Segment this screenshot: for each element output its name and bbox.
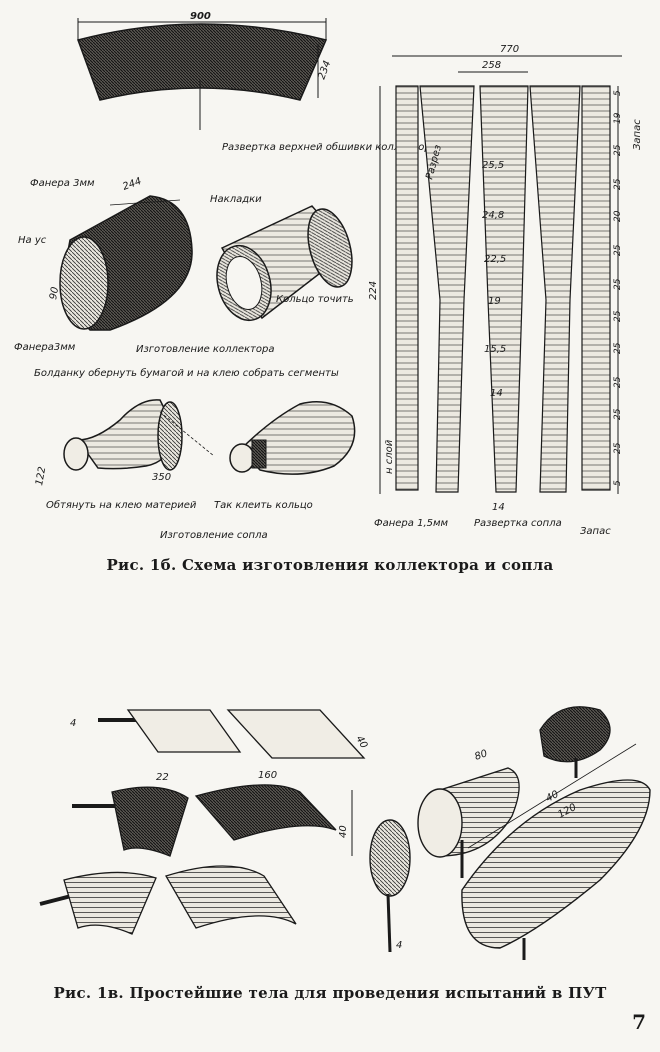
label-boldanku: Болданку обернуть бумагой и на клею собр… — [34, 367, 339, 379]
label-koltso-tochit: Кольцо точить — [276, 294, 354, 305]
dim-40-disc: 40 — [338, 825, 349, 838]
dim-80: 80 — [473, 748, 489, 763]
inner-dim-25-5: 25,5 — [482, 160, 504, 171]
right-dim-2: 19 — [613, 112, 623, 124]
arc-strip-development — [77, 18, 328, 130]
figure-collector-nozzle: 900 234 Развертка верхней обшивки коллек… — [14, 11, 643, 540]
inner-dim-24-8: 24,8 — [482, 210, 504, 221]
label-fanera-3mm-top: Фанера 3мм — [30, 178, 95, 189]
right-dim-8: 25 — [613, 310, 623, 322]
flat-plate-1 — [98, 709, 242, 753]
dim-770: 770 — [500, 44, 519, 55]
page-number: 7 — [632, 1010, 646, 1034]
label-zapas-top: Запас — [632, 119, 643, 150]
figure-test-bodies: 4 22 160 40 40 4 80 40 120 — [39, 706, 651, 960]
airfoil-plate-4 — [165, 865, 297, 929]
airfoil-plate-3 — [39, 871, 157, 935]
dim-122: 122 — [34, 466, 48, 487]
label-izgotovlenie-sopla: Изготовление сопла — [160, 530, 268, 540]
ellipsoid-body — [461, 743, 651, 960]
dim-14-bottom: 14 — [492, 502, 505, 513]
label-razvertka-obshivki: Развертка верхней обшивки коллектора — [222, 141, 437, 153]
dim-4-left: 4 — [70, 718, 76, 729]
right-dim-4: 25 — [613, 178, 623, 190]
caption-figure-1b: Рис. 1б. Схема изготовления коллектора и… — [106, 556, 554, 574]
right-dim-10: 25 — [613, 376, 623, 388]
label-izgotovlenie-kollektora: Изготовление коллектора — [136, 344, 274, 355]
dim-40-plate: 40 — [353, 734, 369, 751]
dim-350: 350 — [152, 472, 171, 483]
right-dim-1: 5 — [613, 90, 623, 96]
airfoil-plate-1 — [72, 786, 189, 857]
dim-224: 224 — [368, 281, 379, 300]
label-boldanku-text: Болданку обернуть бумагой и на клею собр… — [34, 367, 339, 379]
label-obtyanut: Обтянуть на клею материей — [46, 499, 197, 511]
right-dim-5: 20 — [613, 210, 623, 222]
label-n-sloy: н слой — [384, 439, 395, 474]
dim-234: 234 — [316, 59, 333, 81]
dim-258: 258 — [482, 60, 501, 71]
nozzle-development — [379, 55, 622, 494]
plywood-cylinder — [59, 195, 193, 331]
right-dim-6: 25 — [613, 244, 623, 256]
inner-dim-15-5: 15,5 — [484, 344, 506, 355]
dim-900: 900 — [190, 11, 211, 22]
dim-4-disc: 4 — [396, 940, 402, 951]
label-na-us: На ус — [18, 235, 47, 246]
dim-244: 244 — [121, 176, 143, 193]
nozzle-ribbed — [229, 401, 356, 475]
label-fanera-3mm-bottom: Фанера3мм — [14, 342, 76, 353]
dim-160: 160 — [258, 770, 277, 781]
right-dim-11: 25 — [613, 408, 623, 420]
label-razvertka-sopla: Развертка сопла — [474, 518, 562, 529]
caption-figure-1v: Рис. 1в. Простейшие тела для проведения … — [53, 984, 607, 1002]
right-dimension-column: 5 19 25 25 20 25 25 25 25 25 25 25 5 — [613, 90, 623, 486]
right-dim-3: 25 — [613, 144, 623, 156]
inner-dim-14: 14 — [490, 388, 503, 399]
right-dim-13: 5 — [613, 480, 623, 486]
nozzle-boldanka — [63, 399, 215, 471]
label-zapas-bottom: Запас — [580, 526, 611, 537]
right-dim-7: 25 — [613, 278, 623, 290]
label-tak-kleit: Так клеить кольцо — [214, 500, 313, 511]
dim-90: 90 — [48, 286, 61, 300]
ogive-cone — [417, 767, 520, 878]
label-razvertka-sopla-text: Развертка сопла — [474, 518, 562, 529]
disc-on-stick — [351, 790, 411, 953]
small-cone — [539, 706, 611, 778]
flat-plate-2 — [226, 709, 366, 759]
airfoil-plate-2 — [194, 784, 337, 841]
dim-22: 22 — [156, 772, 169, 783]
right-dim-12: 25 — [613, 442, 623, 454]
collector-ring — [216, 205, 353, 322]
right-dim-9: 25 — [613, 342, 623, 354]
label-fanera-1-5mm: Фанера 1,5мм — [374, 518, 449, 529]
inner-dim-22-5: 22,5 — [484, 254, 506, 265]
label-nakladki: Накладки — [210, 194, 262, 205]
dim-40-ellipsoid: 40 — [544, 789, 560, 805]
inner-dim-19: 19 — [488, 296, 501, 307]
label-razvertka-obshivki-text: Развертка верхней обшивки коллектора — [222, 141, 437, 153]
